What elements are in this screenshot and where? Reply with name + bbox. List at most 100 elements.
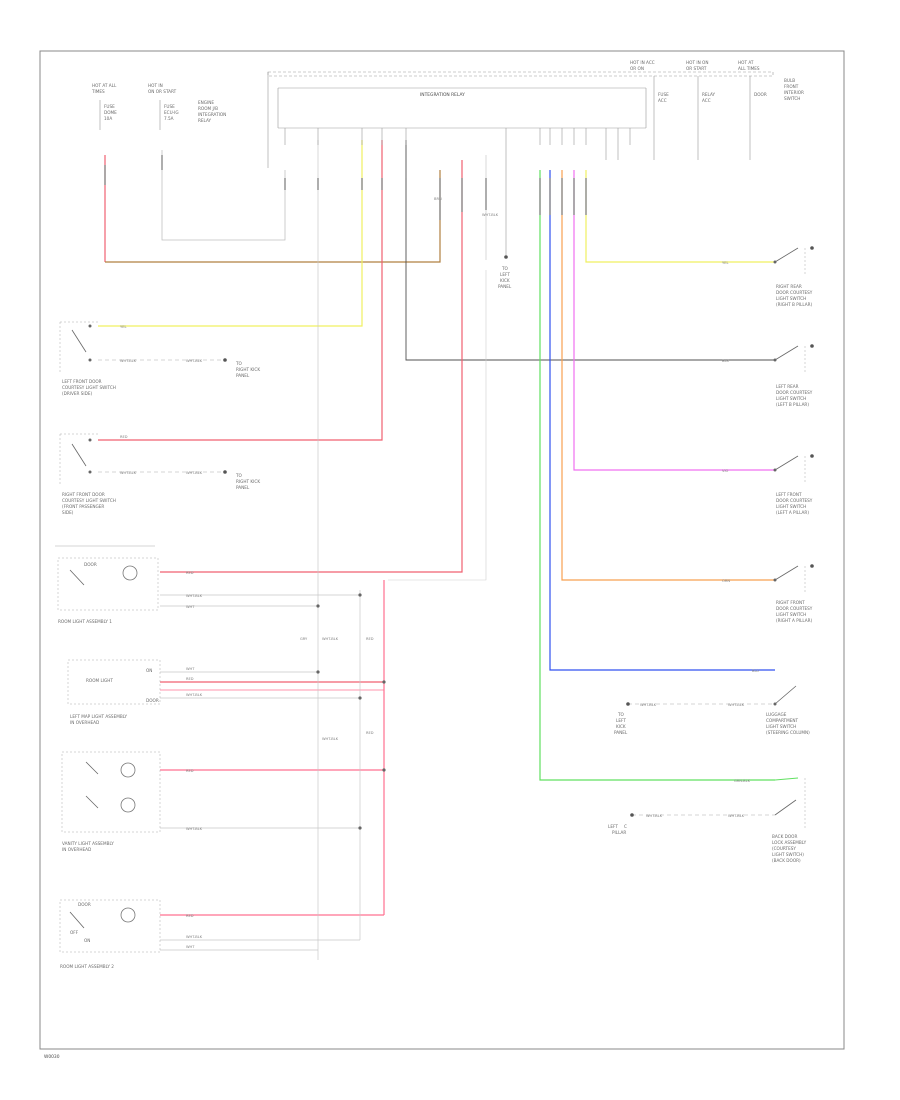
wl-whtblk-lug2: WHT-BLK [728,703,745,707]
wl-wht-rl2: WHT [186,945,195,949]
rf-gnd-0: TO [235,473,243,478]
gnd1-2: KICK [616,724,626,729]
wire-black-lr [405,140,775,361]
rl2-sw-door: DOOR [78,902,91,907]
rr-2: LIGHT SWITCH [776,296,806,301]
lf-door-0: LEFT FRONT DOOR [62,379,102,384]
rr-1: DOOR COURTESY [776,290,813,295]
wl-vio-lf: VIO [722,469,729,473]
court1-line0: HOT IN ACC [630,60,655,65]
wl-whtblk-rl2: WHT-BLK [186,935,203,939]
wl-whtblk-van2: WHT-BLK [322,737,339,741]
lug-3: (STEERING COLUMN) [766,730,810,735]
rf-door-2: (FRONT PASSENGER [62,504,104,509]
fuse1-line2: FUSE [104,104,115,109]
wl-red-van2: RED [366,731,374,735]
lf-door-switch: LEFT FRONT DOOR COURTESY LIGHT SWITCH (D… [59,321,260,396]
wire-yellow-rr [585,170,775,263]
fuse2-line1: ON OR START [148,89,177,94]
rr-door-switch: RIGHT REAR DOOR COURTESY LIGHT SWITCH (R… [773,246,814,307]
rfp-0: RIGHT FRONT [776,600,805,605]
relay-terminals [284,128,631,160]
wire-gray-fuse2 [161,150,286,241]
rr-3: (RIGHT B PILLAR) [776,302,813,307]
court3-line1: ALL TIMES [738,66,760,71]
vanity-1: IN OVERHEAD [62,847,91,852]
room-light-1: DOOR ROOM LIGHT ASSEMBLY 1 [55,545,159,624]
gnote-line0: ENGINE [198,100,214,105]
court4-line1: FRONT [784,84,799,89]
gnd1-0: TO [617,712,625,717]
wire-red-rf [98,140,383,441]
wire-magenta-lf [573,170,775,471]
lfp-0: LEFT FRONT [776,492,802,497]
wl-blk-lr: BLK [722,359,729,363]
wl-whtblk-rl1: WHT-BLK [186,594,203,598]
back-door-switch: LEFT C PILLAR BACK DOOR LOCK ASSEMBLY (C… [608,777,807,863]
wl-blu-lug: BLU [752,669,759,673]
fuse2-line3: ECU-IG [164,110,179,115]
court3-line0: HOT AT [738,60,754,65]
unit-title: INTEGRATION RELAY [420,92,465,98]
gnote-line1: ROOM J/B [198,106,218,111]
wire-yellow-lf [98,140,363,327]
junctions [316,593,386,830]
lug-1: COMPARTMENT [766,718,799,723]
wl-whtblk-bd2: WHT-BLK [728,814,745,818]
bd-1: LOCK ASSEMBLY [772,840,807,845]
wl-red-rl1: RED [186,571,194,575]
wire-green-back [539,170,775,781]
wl-wht-rl1: WHT [186,605,195,609]
rl1-sw-door: DOOR [84,562,97,567]
lf-pillar-switch: LEFT FRONT DOOR COURTESY LIGHT SWITCH (L… [773,454,814,515]
fuse1-line0: HOT AT ALL [92,83,117,88]
cg-1: LEFT [500,272,510,277]
room-light-2: DOOR OFF ON ROOM LIGHT ASSEMBLY 2 [59,899,161,969]
court2-line0: HOT IN ON [686,60,708,65]
wires [98,140,775,960]
map-inner-2: DOOR [146,698,159,703]
wire-red-room1 [160,160,463,573]
lf-gnd-2: PANEL [236,373,250,378]
wire-labels: YEL RED RED WHT-BLK WHT GRY WHT-BLK RED … [120,197,759,949]
integration-relay-box: INTEGRATION RELAY [99,71,774,168]
lr-0: LEFT REAR [776,384,799,389]
vertical-wire-tags [104,155,587,220]
fuse1-line1: TIMES [91,89,105,94]
room-light-2-label: ROOM LIGHT ASSEMBLY 2 [60,964,114,969]
rfp-3: (RIGHT A PILLAR) [776,618,813,623]
fuse2-line2: FUSE [164,104,175,109]
court3-line2: DOOR [754,92,767,97]
wire-orange-rf [561,170,775,581]
wl-brn-bus: BRN [434,197,442,201]
wire-gray-11 [388,270,487,581]
rfp-2: LIGHT SWITCH [776,612,806,617]
court1-line3: ACC [658,98,667,103]
gnd1-3: PANEL [614,730,628,735]
lug-2: LIGHT SWITCH [766,724,796,729]
wl-whtblk-center: WHT-BLK [482,213,499,217]
rf-door-1: COURTESY LIGHT SWITCH [62,498,116,503]
court2-line1: OR START [686,66,707,71]
fuse2-line0: HOT IN [148,83,163,88]
lfp-2: LIGHT SWITCH [776,504,806,509]
lf-gnd-1: RIGHT KICK [236,367,260,372]
court2-line2: RELAY [702,92,716,97]
court4-line3: SWITCH [784,96,800,101]
vanity-0: VANITY LIGHT ASSEMBLY [62,841,114,846]
court1-line1: OR ON [630,66,644,71]
gnote-line2: INTEGRATION [198,112,226,117]
bd-0: BACK DOOR [772,834,797,839]
wl-red-van: RED [186,769,194,773]
fuse2-line4: 7.5A [164,116,174,121]
cg-0: TO [501,266,509,271]
rr-0: RIGHT REAR [776,284,802,289]
lfp-3: (LEFT A PILLAR) [776,510,809,515]
court4-line2: INTERIOR [784,90,804,95]
gnd2-0: LEFT [608,824,618,829]
rf-gnd-2: PANEL [236,485,250,490]
lf-door-2: (DRIVER SIDE) [62,391,93,396]
cg-3: PANEL [498,284,512,289]
rfp-1: DOOR COURTESY [776,606,813,611]
wl-whtblk-mid: WHT-BLK [322,637,339,641]
